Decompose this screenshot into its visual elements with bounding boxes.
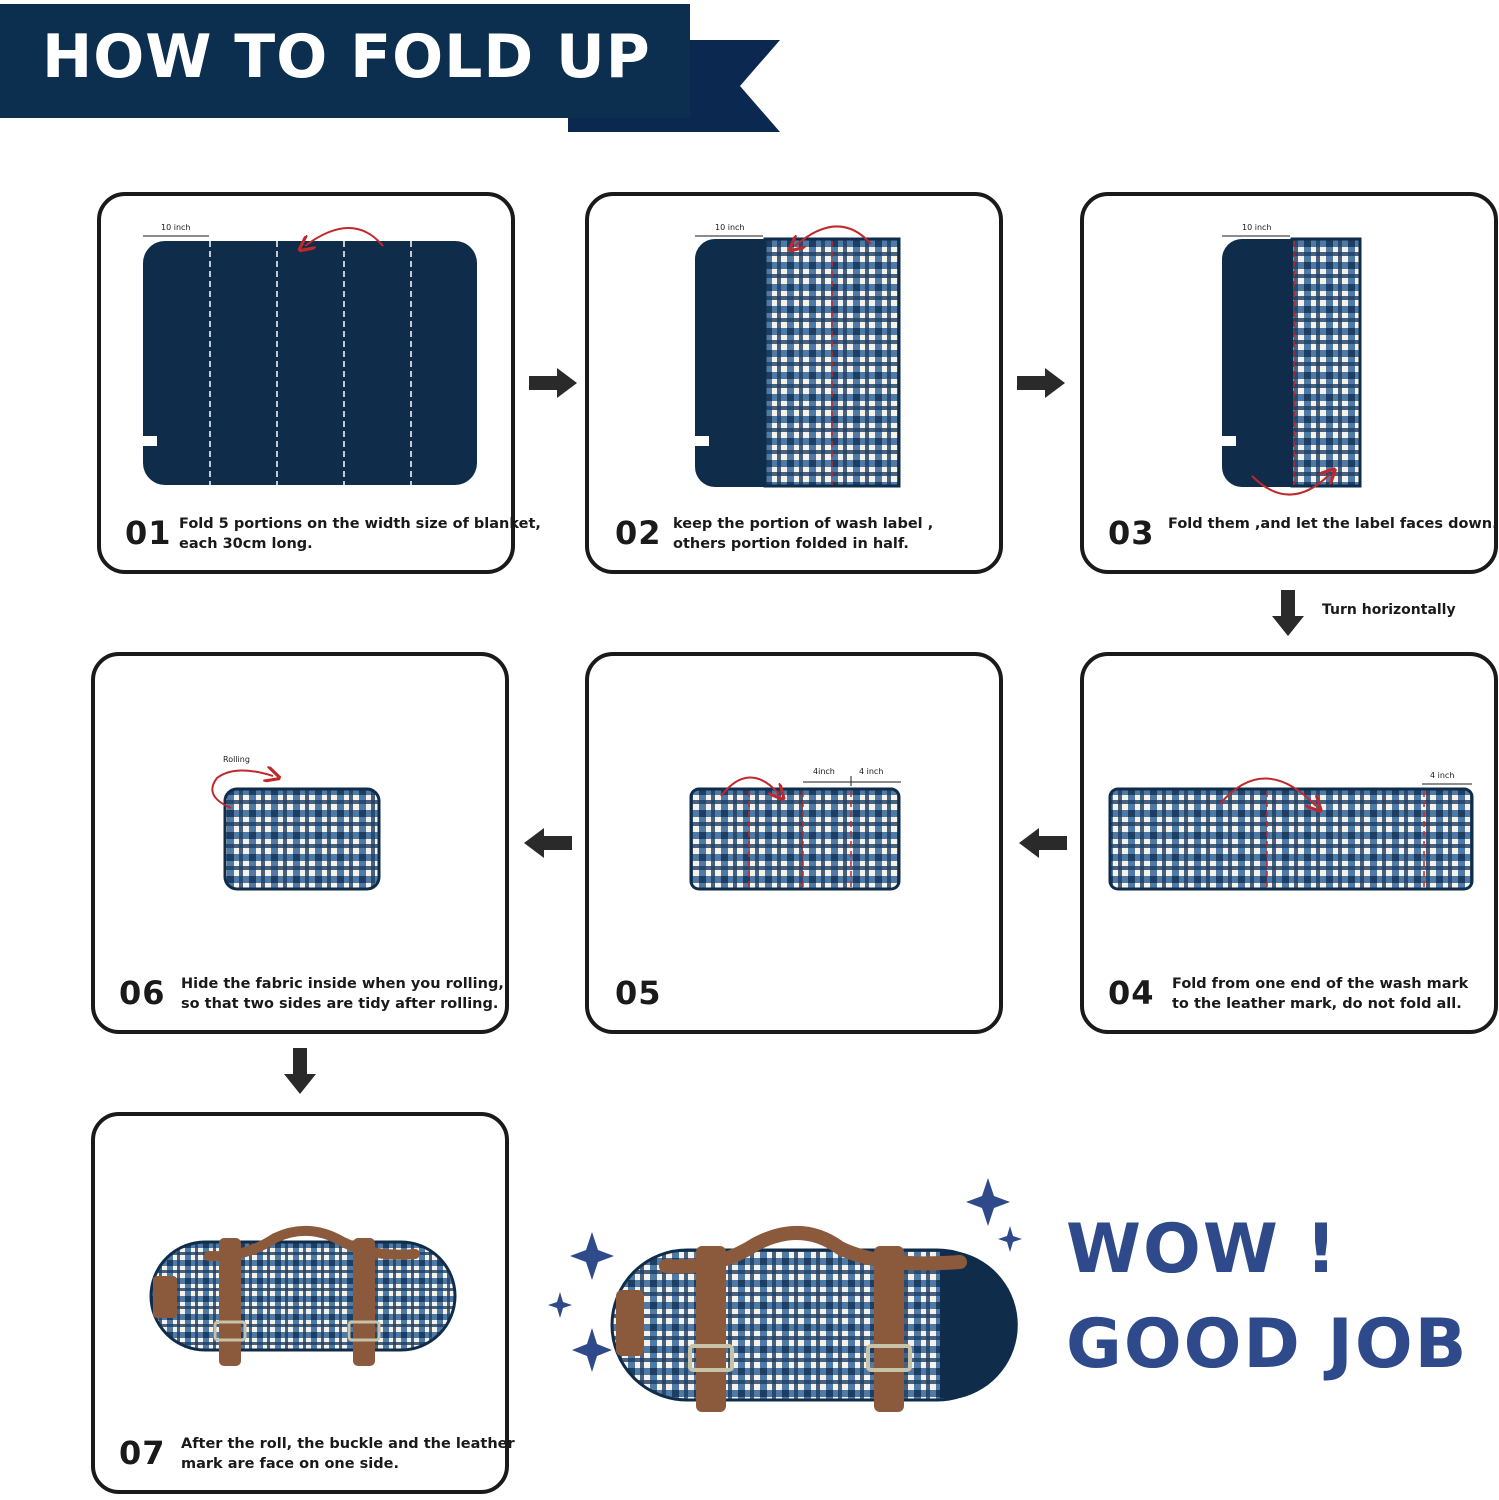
step-01-panel: 10 inch 01 Fold 5 portions on the width … bbox=[97, 192, 541, 574]
arrow-down-icon bbox=[284, 1048, 316, 1094]
step-01-illustration: 10 inch bbox=[143, 223, 477, 485]
step-02-illustration: 10 inch bbox=[695, 223, 901, 488]
step-03-number: 03 bbox=[1108, 514, 1155, 552]
step-07-text-line2: mark are face on one side. bbox=[181, 1456, 399, 1472]
turn-horizontally-label: Turn horizontally bbox=[1322, 602, 1456, 618]
arrow-down-icon bbox=[1272, 590, 1304, 636]
step-07-text-line1: After the roll, the buckle and the leath… bbox=[181, 1436, 515, 1452]
arrow-left-icon bbox=[524, 828, 572, 858]
step-05-panel: 4inch 4 inch 05 bbox=[585, 652, 1003, 1034]
step-04-measure-label: 4 inch bbox=[1430, 771, 1454, 780]
fold-arrow-icon bbox=[211, 770, 273, 809]
fold-arrow-icon bbox=[305, 227, 384, 246]
arrow-left-icon bbox=[1019, 828, 1067, 858]
page-title: HOW TO FOLD UP bbox=[42, 22, 651, 92]
finished-roll-illustration bbox=[548, 1178, 1022, 1412]
step-05-number: 05 bbox=[615, 974, 662, 1012]
step-06-text-line1: Hide the fabric inside when you rolling, bbox=[181, 976, 504, 992]
step-07-number: 07 bbox=[119, 1434, 166, 1472]
step-01-number: 01 bbox=[125, 514, 172, 552]
fold-arrow-icon bbox=[1251, 474, 1330, 496]
step-01-measure-label: 10 inch bbox=[161, 223, 190, 232]
step-03-text-line1: Fold them ,and let the label faces down. bbox=[1168, 516, 1498, 532]
step-02-text-line1: keep the portion of wash label , bbox=[673, 516, 934, 532]
fold-arrow-icon bbox=[1219, 777, 1316, 806]
step-07-panel: 07 After the roll, the buckle and the le… bbox=[91, 1112, 515, 1494]
wow-headline: WOW ! bbox=[1066, 1210, 1339, 1289]
step-06-illustration: Rolling bbox=[211, 755, 381, 891]
step-04-illustration: 4 inch bbox=[1108, 771, 1474, 891]
fold-arrow-icon bbox=[720, 776, 779, 796]
step-02-text-line2: others portion folded in half. bbox=[673, 536, 909, 552]
arrow-right-icon bbox=[1017, 368, 1065, 398]
step-04-panel: 4 inch 04 Fold from one end of the wash … bbox=[1080, 652, 1498, 1034]
step-02-panel: 10 inch 02 keep the portion of wash labe… bbox=[585, 192, 1003, 574]
step-05-measure-label-b: 4 inch bbox=[859, 767, 883, 776]
step-02-measure-label: 10 inch bbox=[715, 223, 744, 232]
step-03-measure-label: 10 inch bbox=[1242, 223, 1271, 232]
fold-arrow-icon bbox=[795, 225, 872, 246]
step-02-number: 02 bbox=[615, 514, 662, 552]
title-banner: HOW TO FOLD UP bbox=[0, 0, 800, 140]
sparkle-icon bbox=[548, 1178, 1022, 1372]
step-07-illustration bbox=[149, 1225, 457, 1366]
step-04-text-line1: Fold from one end of the wash mark bbox=[1172, 976, 1469, 992]
step-03-panel: 10 inch 03 Fold them ,and let the label … bbox=[1080, 192, 1498, 574]
arrow-right-icon bbox=[529, 368, 577, 398]
step-06-number: 06 bbox=[119, 974, 166, 1012]
good-job-headline: GOOD JOB ! bbox=[1066, 1305, 1499, 1384]
step-06-panel: Rolling 06 Hide the fabric inside when y… bbox=[91, 652, 509, 1034]
step-06-rolling-label: Rolling bbox=[223, 755, 250, 764]
step-05-illustration: 4inch 4 inch bbox=[689, 767, 901, 891]
step-01-text-line2: each 30cm long. bbox=[179, 536, 313, 552]
step-04-number: 04 bbox=[1108, 974, 1155, 1012]
step-05-measure-label-a: 4inch bbox=[813, 767, 835, 776]
step-04-text-line2: to the leather mark, do not fold all. bbox=[1172, 996, 1462, 1012]
step-03-illustration: 10 inch bbox=[1222, 223, 1362, 496]
step-06-text-line2: so that two sides are tidy after rolling… bbox=[181, 996, 499, 1012]
banner-shape bbox=[0, 4, 780, 132]
step-01-text-line1: Fold 5 portions on the width size of bla… bbox=[179, 516, 541, 532]
